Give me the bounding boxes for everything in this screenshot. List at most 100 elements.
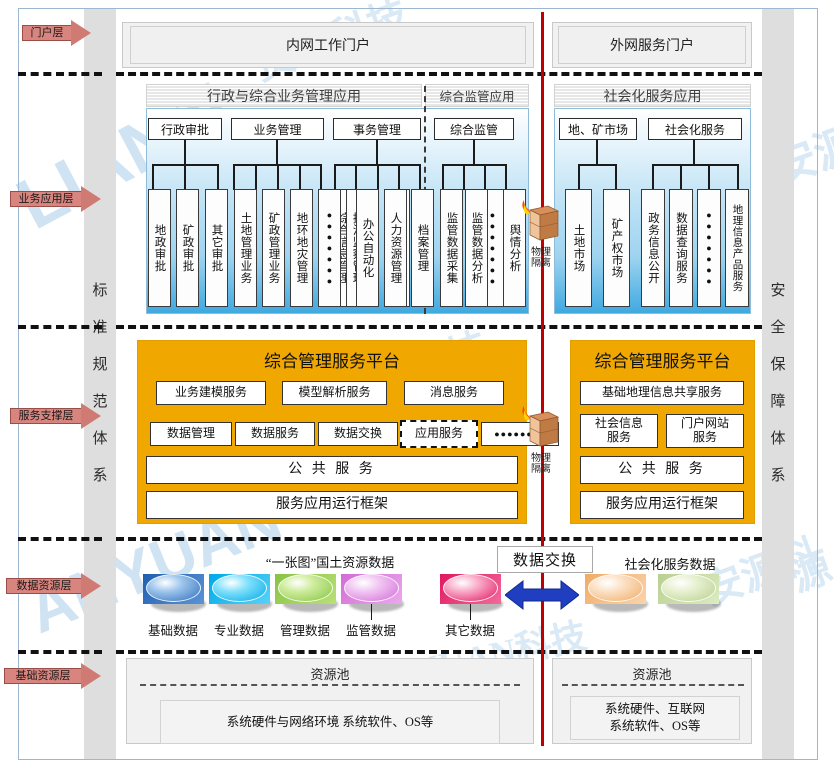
- intranet-portal-box[interactable]: 内网工作门户: [130, 26, 526, 64]
- leaf-supervision-data-collect[interactable]: 监管数据采集: [440, 189, 463, 307]
- svc-public-service-left[interactable]: 公 共 服 务: [146, 456, 518, 484]
- group-social-service[interactable]: 社会化服务: [648, 118, 742, 140]
- svc-portal-website-service[interactable]: 门户网站 服务: [666, 414, 744, 448]
- svc-business-modeling[interactable]: 业务建模服务: [156, 381, 266, 405]
- leaf-more-dots: ●●●●●●●: [318, 189, 341, 307]
- arrow-head-icon: [81, 403, 101, 429]
- band-char: 标: [92, 283, 108, 299]
- svc-label: 服务应用运行框架: [606, 496, 718, 512]
- leaf-label: 矿政管理业务: [267, 212, 280, 284]
- data-cylinder-basic[interactable]: [143, 570, 206, 612]
- leaf-data-query-service[interactable]: 数据查询服务: [669, 189, 693, 307]
- fw-label-line: 隔离: [531, 463, 551, 475]
- data-cylinder-supervision[interactable]: [341, 570, 404, 612]
- group-label: 事务管理: [352, 122, 401, 137]
- ellipsis-icon: ●●●●●●●: [704, 209, 714, 287]
- group-integrated-supervision[interactable]: 综合监管: [434, 118, 514, 140]
- leaf-hr-mgmt[interactable]: 人力资源管理: [384, 189, 407, 307]
- data-cylinder-social-1[interactable]: [585, 570, 648, 612]
- layer-separator: [18, 537, 102, 541]
- svc-message[interactable]: 消息服务: [404, 381, 504, 405]
- extranet-portal-box[interactable]: 外网服务门户: [558, 26, 746, 64]
- connector: [484, 164, 486, 190]
- leaf-land-approval[interactable]: 地政审批: [148, 189, 171, 307]
- svc-runtime-framework-right[interactable]: 服务应用运行框架: [580, 491, 744, 519]
- connector: [320, 164, 322, 190]
- svc-data-mgmt[interactable]: 数据管理: [150, 422, 232, 446]
- svc-public-service-right[interactable]: 公 共 服 务: [580, 456, 744, 484]
- leaf-geo-info-product-service[interactable]: 地理信息产品服务: [725, 189, 749, 307]
- diagram-frame: [18, 8, 818, 760]
- left-resource-pool-title: 资源池: [310, 667, 350, 682]
- band-char: 系: [92, 468, 108, 484]
- firewall-label-app-layer: 物理 隔离: [528, 247, 554, 269]
- cyl-stem: [371, 604, 372, 620]
- layer-arrow-label: 数据资源层: [16, 579, 72, 592]
- leaf-mining-rights-market[interactable]: 矿产权市场: [603, 189, 630, 307]
- svc-runtime-framework-left[interactable]: 服务应用运行框架: [146, 491, 518, 519]
- leaf-gov-info-disclosure[interactable]: 政务信息公开: [641, 189, 665, 307]
- leaf-geo-disaster-mgmt[interactable]: 地环地灾管理: [290, 189, 313, 307]
- right-infrastructure-label-2: 系统软件、OS等: [609, 719, 701, 733]
- band-char: 全: [770, 320, 786, 336]
- land-resource-data-title: “一张图”国土资源数据: [180, 552, 480, 571]
- social-service-apps-header: 社会化服务应用: [554, 84, 751, 107]
- group-business-mgmt[interactable]: 业务管理: [231, 118, 324, 140]
- leaf-label: 土地市场: [572, 224, 585, 272]
- connector: [442, 164, 506, 166]
- svc-label: 社会信息 服务: [594, 416, 643, 444]
- data-cylinder-label-professional: 专业数据: [199, 620, 279, 639]
- band-char: 安: [770, 283, 786, 299]
- leaf-supervision-data-analysis[interactable]: 监管数据分析: [465, 189, 488, 307]
- data-cylinder-management[interactable]: [275, 570, 338, 612]
- social-service-apps-header-label: 社会化服务应用: [603, 89, 702, 105]
- data-cylinder-label-supervision: 监管数据: [331, 620, 411, 639]
- leaf-label: 矿产权市场: [610, 218, 623, 278]
- right-resource-pool-title: 资源池: [632, 667, 672, 682]
- leaf-mining-approval[interactable]: 矿政审批: [176, 189, 199, 307]
- ellipsis-icon: ●●●●●●●: [324, 209, 335, 287]
- svc-social-info-service[interactable]: 社会信息 服务: [580, 414, 658, 448]
- data-cylinder-other[interactable]: [440, 570, 503, 612]
- layer-arrow-business-app: 业务应用层: [10, 186, 101, 212]
- svc-label: 数据管理: [166, 426, 215, 441]
- connector: [693, 140, 695, 165]
- left-infrastructure-box[interactable]: 系统硬件与网络环境 系统软件、OS等: [160, 700, 500, 744]
- leaf-mining-mgmt-business[interactable]: 矿政管理业务: [262, 189, 285, 307]
- svc-label: 公 共 服 务: [618, 461, 706, 477]
- svc-label: 公 共 服 务: [288, 461, 376, 477]
- right-infrastructure-box[interactable]: 系统硬件、互联网 系统软件、OS等: [570, 696, 740, 740]
- leaf-label: 舆情分析: [508, 224, 521, 272]
- leaf-label: 政务信息公开: [647, 212, 660, 284]
- data-exchange-box[interactable]: 数据交换: [497, 546, 593, 573]
- firewall-label-service-layer: 物理 隔离: [528, 453, 554, 475]
- leaf-land-market[interactable]: 土地市场: [565, 189, 592, 307]
- svc-application-service[interactable]: 应用服务: [400, 420, 478, 448]
- svc-data-exchange[interactable]: 数据交换: [318, 422, 398, 446]
- leaf-label: 地政审批: [153, 224, 166, 272]
- ellipsis-icon: ●●●●●●●●: [494, 428, 546, 439]
- data-title-label: “一张图”国土资源数据: [265, 555, 395, 570]
- leaf-sentiment-analysis[interactable]: 舆情分析: [503, 189, 526, 307]
- layer-arrow-label: 服务支撑层: [18, 409, 74, 422]
- group-admin-approval[interactable]: 行政审批: [148, 118, 222, 140]
- layer-separator: [116, 650, 762, 654]
- data-cylinder-professional[interactable]: [209, 570, 272, 612]
- svc-model-parsing[interactable]: 模型解析服务: [282, 381, 387, 405]
- group-affairs-mgmt[interactable]: 事务管理: [333, 118, 421, 140]
- svc-data-service[interactable]: 数据服务: [235, 422, 315, 446]
- leaf-other-approval[interactable]: 其它审批: [205, 189, 228, 307]
- leaf-archive-mgmt[interactable]: 档案管理: [411, 189, 434, 307]
- right-platform-title: 综合管理服务平台: [594, 352, 731, 371]
- firewall-icon-service-layer: [518, 404, 562, 458]
- data-cylinder-social-2[interactable]: [658, 570, 721, 612]
- svc-base-geo-info-sharing[interactable]: 基础地理信息共享服务: [580, 381, 744, 405]
- ellipsis-icon: ●●●●●●●: [487, 209, 498, 287]
- leaf-label: 其它审批: [210, 224, 223, 272]
- leaf-office-automation[interactable]: 办公自动化: [356, 189, 379, 307]
- layer-separator: [116, 72, 762, 76]
- cyl-label: 基础数据: [147, 624, 198, 638]
- group-land-mine-market[interactable]: 地、矿市场: [559, 118, 637, 140]
- leaf-land-mgmt-business[interactable]: 土地管理业务: [234, 189, 257, 307]
- layer-separator: [18, 325, 102, 329]
